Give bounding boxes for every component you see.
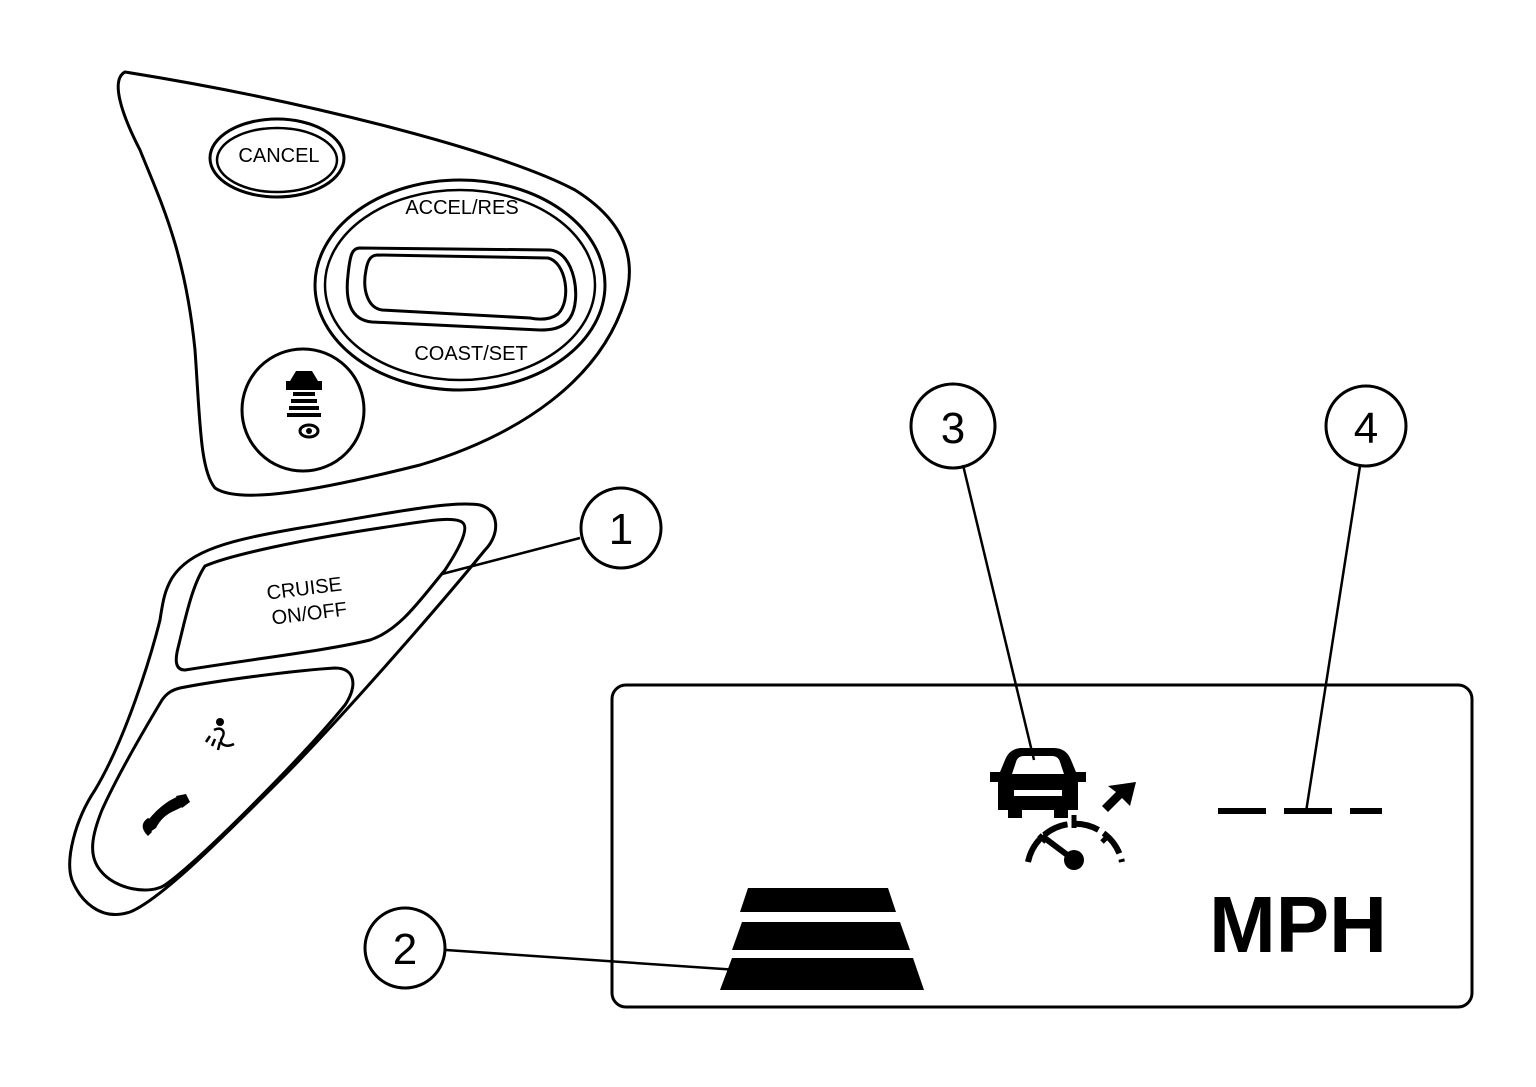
adaptive-cruise-icon <box>990 748 1136 870</box>
gap-distance-indicator <box>720 888 924 990</box>
callout-1: 1 <box>441 486 663 576</box>
callout-4-label: 4 <box>1354 404 1378 453</box>
cluster-display <box>610 683 1474 1009</box>
callout-3-label: 3 <box>941 404 965 453</box>
phone-voice-button[interactable] <box>91 666 355 892</box>
accel-res-label: ACCEL/RES <box>405 197 518 219</box>
callout-3: 3 <box>909 382 1036 761</box>
callout-2-label: 2 <box>393 925 417 974</box>
unit-label: MPH <box>1209 880 1387 969</box>
voice-icon <box>204 718 235 751</box>
cancel-button[interactable]: CANCEL <box>208 117 346 199</box>
callout-4: 4 <box>1304 384 1408 813</box>
callout-2: 2 <box>363 906 739 990</box>
accel-coast-rocker[interactable]: ACCEL/RES COAST/SET <box>313 178 607 392</box>
gap-distance-icon <box>286 371 322 439</box>
gap-distance-button[interactable] <box>240 347 366 473</box>
cruise-on-off-button[interactable]: CRUISE ON/OFF <box>174 517 467 672</box>
lower-switch-pod <box>68 502 498 916</box>
phone-icon <box>142 794 190 836</box>
upper-switch-pod <box>116 70 631 497</box>
cancel-label: CANCEL <box>238 145 319 167</box>
callout-1-label: 1 <box>609 505 633 554</box>
cruise-label-line2: ON/OFF <box>270 599 348 630</box>
coast-set-label: COAST/SET <box>414 343 527 365</box>
set-speed-readout: – – – <box>1218 808 1382 814</box>
